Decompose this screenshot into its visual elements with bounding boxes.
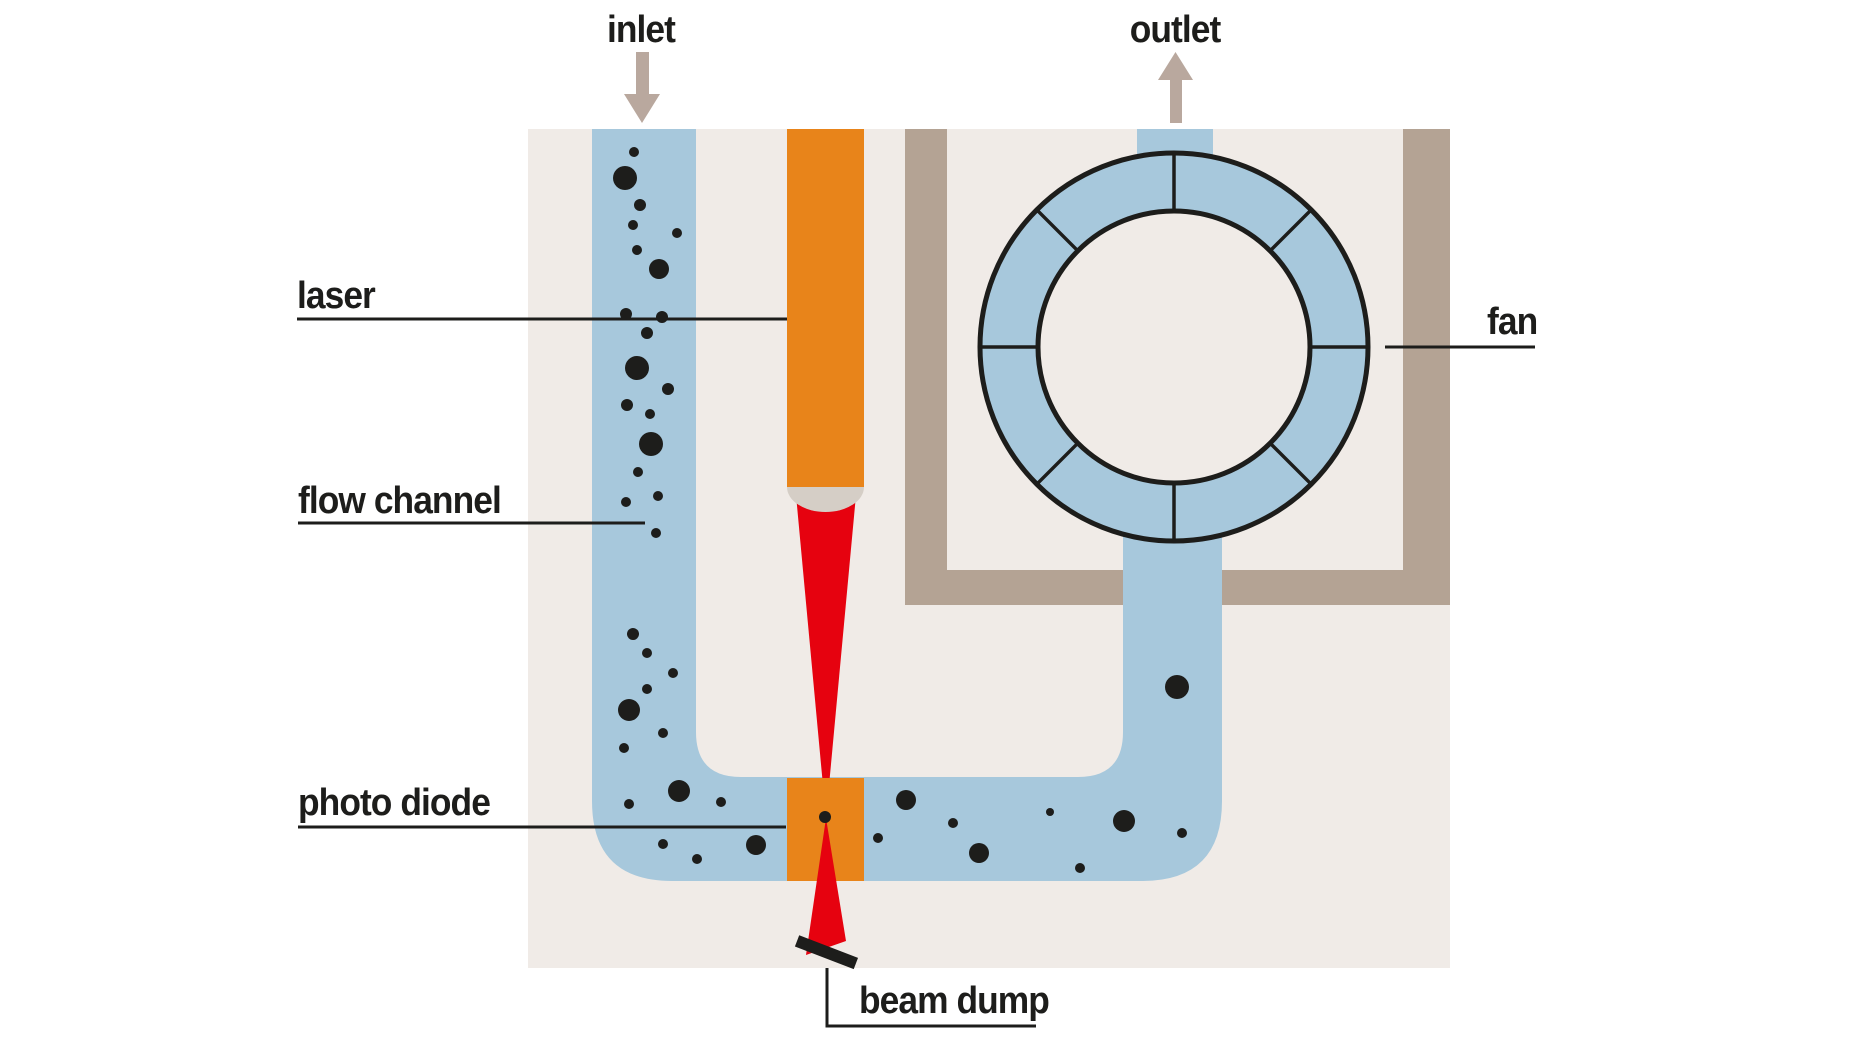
beam-dump-plate (794, 935, 859, 970)
particle (896, 790, 916, 810)
particle (873, 833, 883, 843)
particle (1165, 675, 1189, 699)
particle (633, 467, 643, 477)
particle (662, 383, 674, 395)
particle (672, 228, 682, 238)
fan-hub (1035, 208, 1313, 486)
fan-blade-divider (1035, 208, 1080, 253)
particle (620, 308, 632, 320)
particle (651, 528, 661, 538)
particle (625, 356, 649, 380)
particle (629, 147, 639, 157)
inlet-arrow-icon (624, 52, 660, 123)
particle (621, 399, 633, 411)
particle (1113, 810, 1135, 832)
laser-beam-lower (806, 818, 846, 955)
particle (618, 699, 640, 721)
particle (656, 311, 668, 323)
particle (658, 839, 668, 849)
particle (621, 497, 631, 507)
fan-label: fan (1487, 301, 1538, 343)
particle (948, 818, 958, 828)
fan-assembly (977, 150, 1371, 544)
beam-focus-point (819, 811, 831, 823)
particle (692, 854, 702, 864)
particle (645, 409, 655, 419)
particle (668, 780, 690, 802)
laser-lens (787, 487, 864, 512)
laser-label: laser (297, 275, 376, 317)
particle (642, 684, 652, 694)
particle (642, 648, 652, 658)
beam-dump-label: beam dump (859, 980, 1050, 1022)
particle (624, 799, 634, 809)
particle (641, 327, 653, 339)
laser-beam-upper (796, 495, 856, 818)
particle (634, 199, 646, 211)
outlet-label: outlet (1129, 9, 1222, 51)
particle (649, 259, 669, 279)
fan-blade-divider (1035, 441, 1080, 486)
particle (668, 668, 678, 678)
particle (746, 835, 766, 855)
outlet-arrow-icon (1158, 52, 1193, 123)
particle (969, 843, 989, 863)
photo-diode-label: photo diode (298, 782, 491, 824)
flow-channel-label: flow channel (298, 480, 502, 522)
particle (1177, 828, 1187, 838)
particle (632, 245, 642, 255)
particle (1075, 863, 1085, 873)
particle (613, 166, 637, 190)
laser-body (787, 129, 864, 487)
particle (639, 432, 663, 456)
particle (619, 743, 629, 753)
particle (628, 220, 638, 230)
particle (716, 797, 726, 807)
particle (658, 728, 668, 738)
inlet-label: inlet (606, 9, 676, 51)
particle (627, 628, 639, 640)
particle-group (613, 147, 1189, 873)
flow-channel-path (592, 129, 1222, 881)
beam-dump-leader-line (825, 968, 1036, 1028)
particle (1046, 808, 1054, 816)
fan-blade-divider (1268, 208, 1313, 253)
fan-blade-divider (1268, 441, 1313, 486)
particle (653, 491, 663, 501)
